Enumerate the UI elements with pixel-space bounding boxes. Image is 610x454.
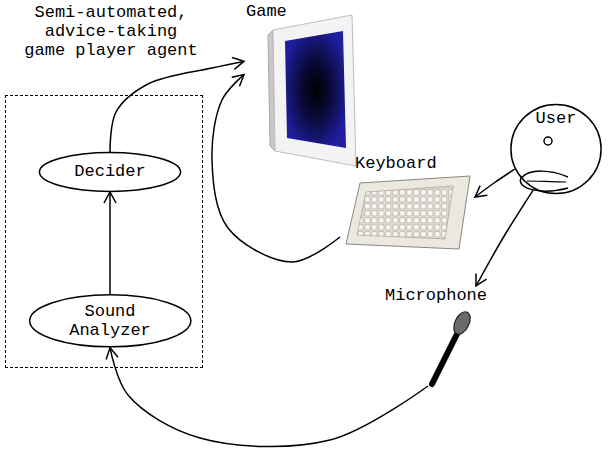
- user-node: User: [510, 103, 602, 195]
- connector-arrow: [475, 169, 515, 197]
- agent-boundary: Semi-automated, advice-taking game playe…: [5, 95, 203, 368]
- user-lips-line: [527, 181, 566, 182]
- connector-arrow: [476, 190, 533, 286]
- node-label: User: [536, 109, 577, 128]
- analyzer-ellipse: Sound Analyzer: [28, 294, 193, 348]
- microphone-head: [450, 309, 473, 337]
- agent-caption: Semi-automated, advice-taking game playe…: [21, 3, 201, 60]
- keyboard-node: Keyboard: [340, 152, 475, 252]
- node-label: Decider: [74, 162, 145, 181]
- node-label: Sound Analyzer: [55, 302, 165, 340]
- user-eye: [544, 137, 552, 145]
- keyboard-keys: [357, 186, 453, 239]
- monitor-screen: [285, 31, 346, 148]
- connector-arrow: [109, 192, 111, 294]
- keyboard-body: [346, 176, 470, 249]
- decider-ellipse: Decider: [38, 152, 182, 192]
- connector-arrow: [110, 348, 428, 447]
- node-label: Microphone: [385, 286, 487, 305]
- node-label: Game: [246, 2, 287, 21]
- node-label: Keyboard: [355, 154, 437, 173]
- game-node: Game: [244, 2, 360, 167]
- monitor-frame: [273, 15, 356, 166]
- user-mouth: [520, 171, 568, 191]
- microphone-handle: [432, 334, 457, 384]
- connector-arrow: [212, 75, 340, 262]
- microphone-node: Microphone: [380, 286, 500, 386]
- connector-arrow: [110, 61, 244, 152]
